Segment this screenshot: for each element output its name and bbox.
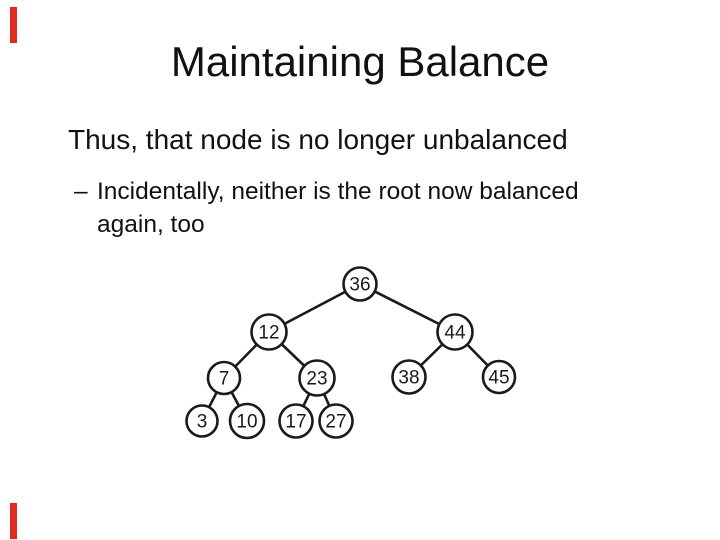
- tree-node-label: 45: [488, 368, 509, 389]
- slide-accent-bar-top: [10, 7, 17, 43]
- tree-node: 38: [391, 359, 427, 395]
- tree-node-label: 12: [258, 323, 279, 344]
- tree-node-circle: [342, 266, 378, 302]
- tree-node-circle: [318, 403, 354, 439]
- tree-node-circle: [206, 360, 242, 396]
- tree-node-label: 7: [219, 369, 230, 390]
- tree-node: 17: [278, 403, 314, 439]
- sub-bullet-dash: –: [74, 178, 88, 205]
- tree-node-label: 10: [236, 412, 257, 433]
- tree-node-circle: [185, 404, 219, 438]
- tree-node: 10: [228, 402, 266, 440]
- sub-bullet-line1: Incidentally, neither is the root now ba…: [97, 178, 579, 205]
- tree-node: 3: [185, 404, 219, 438]
- tree-node-label: 27: [325, 412, 346, 433]
- tree-node: 27: [318, 403, 354, 439]
- tree-node-circle: [391, 359, 427, 395]
- tree-node-circle: [481, 359, 517, 395]
- bullet-text: Thus, that node is no longer unbalanced: [68, 124, 568, 155]
- tree-node-label: 23: [306, 369, 327, 390]
- tree-node-label: 3: [197, 412, 208, 433]
- tree-node-circle: [250, 313, 288, 351]
- sub-bullet: –Incidentally, neither is the root now b…: [74, 176, 672, 241]
- tree-node: 7: [206, 360, 242, 396]
- tree-node-label: 38: [398, 368, 419, 389]
- tree-node-circle: [298, 359, 336, 397]
- tree-node: 23: [298, 359, 336, 397]
- tree-node: 36: [342, 266, 378, 302]
- slide-accent-bar-bottom: [10, 503, 17, 539]
- tree-node-circle: [278, 403, 314, 439]
- slide-title: Maintaining Balance: [170, 38, 550, 85]
- tree-node-label: 17: [285, 412, 306, 433]
- tree-node-circle: [436, 313, 474, 351]
- tree-node: 44: [436, 313, 474, 351]
- tree-node: 12: [250, 313, 288, 351]
- sub-bullet-line2: again, too: [97, 210, 205, 238]
- tree-node-label: 44: [444, 323, 466, 344]
- tree-node-circle: [228, 402, 266, 440]
- tree-node-label: 36: [349, 275, 370, 296]
- tree-node: 45: [481, 359, 517, 395]
